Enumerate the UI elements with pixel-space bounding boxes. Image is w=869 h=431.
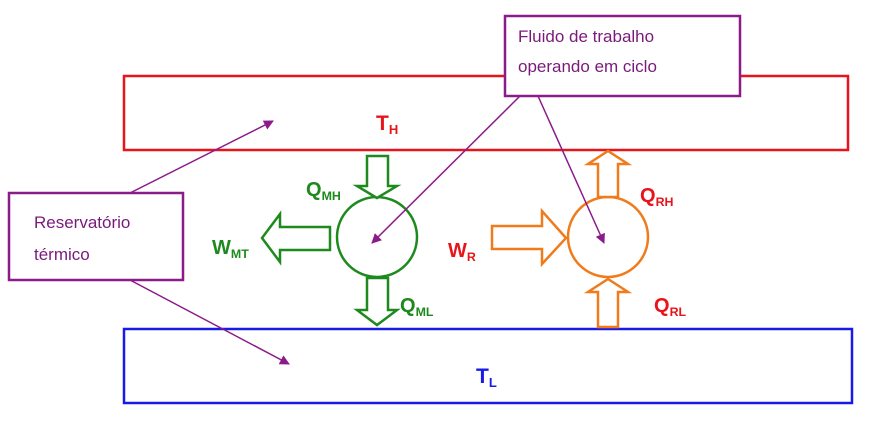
reservoir-callout-box bbox=[7, 191, 185, 282]
refrigerator-heat-out-arrow bbox=[583, 149, 633, 199]
reservoir-pointer-to-hot bbox=[129, 120, 274, 194]
refrigerator-heat-in-label: QRL bbox=[654, 295, 687, 319]
hot-reservoir-label: TH bbox=[376, 112, 399, 137]
engine-heat-in-arrow bbox=[352, 154, 402, 200]
cold-reservoir bbox=[122, 327, 854, 405]
reservoir-callout-line2: térmico bbox=[34, 245, 90, 264]
fluid-pointer-to-engine bbox=[371, 95, 521, 244]
hot-reservoir bbox=[122, 74, 850, 152]
engine-heat-out-arrow bbox=[353, 276, 401, 327]
working-fluid-callout-line2: operando em ciclo bbox=[518, 57, 657, 76]
engine-work-out-arrow bbox=[260, 210, 332, 266]
reservoir-callout-line1: Reservatório bbox=[34, 213, 131, 232]
working-fluid-callout-box bbox=[503, 14, 742, 98]
engine-work-label: WMT bbox=[212, 237, 249, 261]
engine-heat-in-label: QMH bbox=[306, 179, 341, 203]
reservoir-pointer-to-cold bbox=[129, 279, 290, 365]
refrigerator-heat-in-arrow bbox=[583, 277, 633, 329]
working-fluid-callout-text: Fluido de trabalho operando em ciclo bbox=[518, 22, 657, 82]
refrigerator-work-label: WR bbox=[448, 240, 476, 264]
refrigerator-working-fluid-circle bbox=[566, 195, 650, 279]
cold-reservoir-label: TL bbox=[476, 365, 497, 390]
engine-heat-out-label: QML bbox=[400, 295, 434, 319]
refrigerator-work-in-arrow bbox=[490, 207, 568, 268]
refrigerator-heat-out-label: QRH bbox=[640, 185, 674, 209]
working-fluid-callout-line1: Fluido de trabalho bbox=[518, 27, 655, 46]
reservoir-callout-text: Reservatório térmico bbox=[34, 207, 130, 271]
fluid-pointer-to-refrigerator bbox=[537, 95, 605, 244]
